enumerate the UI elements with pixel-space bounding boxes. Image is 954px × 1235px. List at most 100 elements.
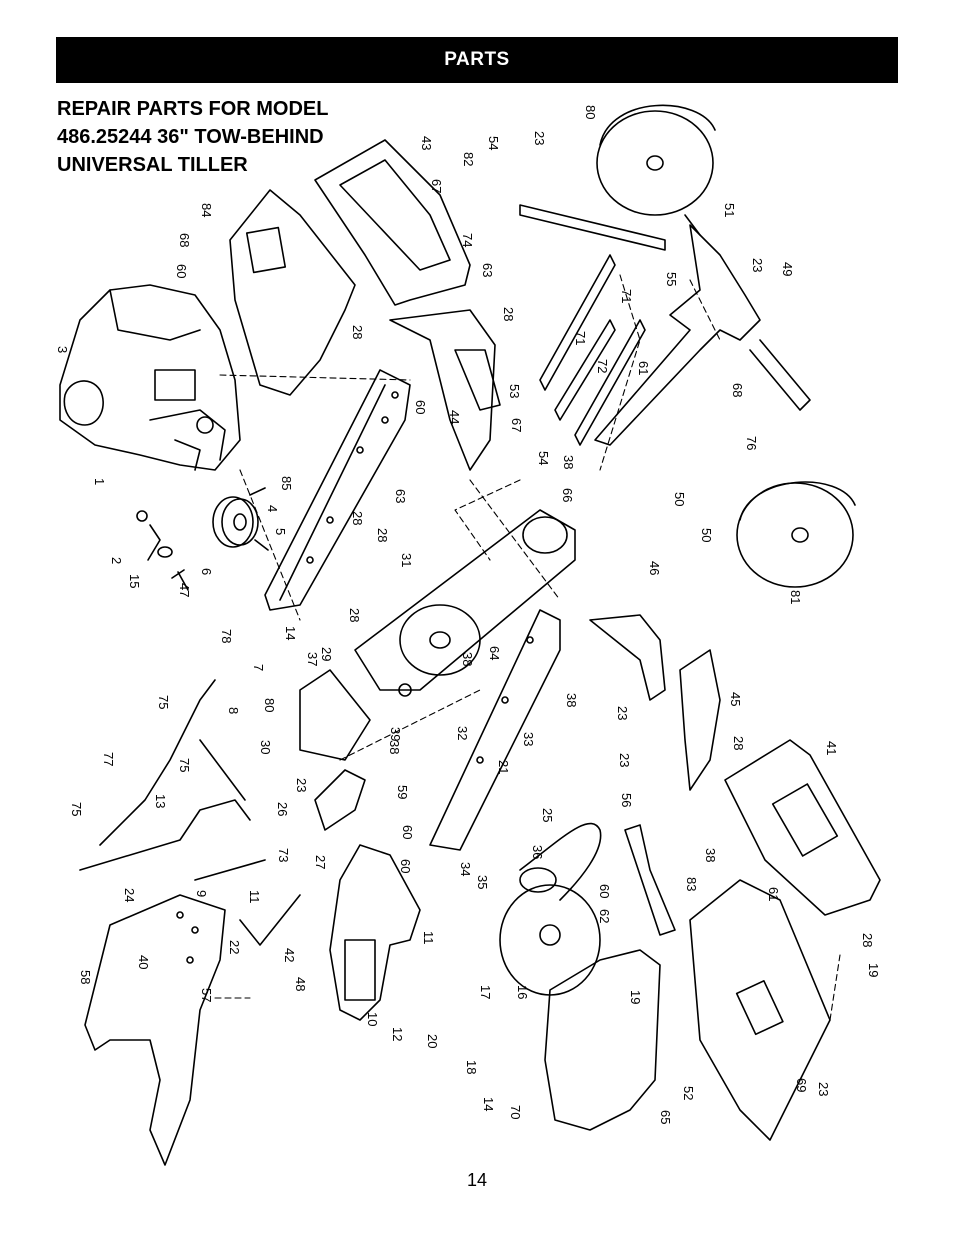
part-label: 78 — [219, 629, 234, 643]
part-label: 8 — [226, 707, 241, 714]
part-label: 49 — [780, 262, 795, 276]
part-label: 44 — [447, 410, 462, 424]
engine-pulley-illustration — [212, 487, 269, 551]
part-label: 1 — [92, 478, 107, 485]
part-label: 29 — [319, 647, 334, 661]
lever-rods-illustration — [79, 679, 301, 946]
heading-line-3: UNIVERSAL TILLER — [57, 154, 248, 176]
part-label: 60 — [400, 825, 415, 839]
page-heading: REPAIR PARTS FOR MODEL 486.25244 36" TOW… — [57, 95, 387, 179]
part-label: 38 — [387, 740, 402, 754]
part-label: 71 — [573, 331, 588, 345]
shield-83-illustration — [229, 189, 356, 396]
frame-34-illustration — [429, 609, 561, 851]
part-label: 51 — [722, 203, 737, 217]
part-label: 80 — [583, 105, 598, 119]
part-label: 24 — [122, 888, 137, 902]
part-label: 54 — [486, 136, 501, 150]
part-label: 72 — [595, 359, 610, 373]
part-label: 38 — [564, 693, 579, 707]
part-label: 22 — [227, 940, 242, 954]
part-label: 47 — [177, 583, 192, 597]
part-label: 65 — [658, 1110, 673, 1124]
part-label: 67 — [429, 179, 444, 193]
part-label: 9 — [194, 890, 209, 897]
part-label: 7 — [251, 664, 266, 671]
part-label: 15 — [127, 574, 142, 588]
part-label: 23 — [294, 778, 309, 792]
part-label: 39 — [388, 727, 403, 741]
part-label: 67 — [509, 418, 524, 432]
part-label: 74 — [460, 233, 475, 247]
part-label: 31 — [399, 553, 414, 567]
part-label: 12 — [390, 1027, 405, 1041]
part-label: 76 — [744, 436, 759, 450]
part-label: 28 — [375, 528, 390, 542]
part-label: 23 — [617, 753, 632, 767]
part-label: 23 — [750, 258, 765, 272]
belt-cover-64-illustration — [544, 949, 661, 1131]
part-label: 60 — [398, 859, 413, 873]
page-number: 14 — [466, 1170, 488, 1190]
part-label: 68 — [177, 233, 192, 247]
part-label: 28 — [860, 933, 875, 947]
part-label: 60 — [174, 264, 189, 278]
part-label: 82 — [461, 152, 476, 166]
part-label: 33 — [521, 732, 536, 746]
part-label: 28 — [350, 325, 365, 339]
part-label: 3 — [55, 346, 70, 353]
part-label: 61 — [636, 361, 651, 375]
part-label: 28 — [501, 307, 516, 321]
frame-32-illustration — [264, 369, 411, 611]
part-label: 43 — [419, 136, 434, 150]
part-label: 19 — [866, 963, 881, 977]
part-label: 14 — [283, 626, 298, 640]
part-label: 46 — [647, 561, 662, 575]
part-label: 11 — [247, 890, 262, 904]
part-label: 28 — [347, 608, 362, 622]
part-label: 60 — [597, 884, 612, 898]
part-label: 19 — [628, 990, 643, 1004]
shield-30-illustration — [299, 669, 371, 761]
shield-41-illustration — [724, 739, 881, 916]
part-label: 30 — [258, 740, 273, 754]
part-label: 70 — [508, 1105, 523, 1119]
part-label: 4 — [265, 505, 280, 512]
part-label: 48 — [293, 977, 308, 991]
part-label: 26 — [275, 802, 290, 816]
part-label: 50 — [699, 528, 714, 542]
tongue-illustration — [329, 844, 421, 1021]
chain-case-illustration — [354, 509, 576, 697]
part-label: 54 — [536, 451, 551, 465]
part-label: 83 — [684, 877, 699, 891]
part-label: 38 — [703, 848, 718, 862]
part-label: 58 — [78, 970, 93, 984]
part-label: 35 — [475, 875, 490, 889]
parts-header-bar: PARTS — [56, 37, 898, 83]
part-label: 32 — [455, 726, 470, 740]
part-label: 57 — [199, 988, 214, 1002]
part-label: 6 — [199, 568, 214, 575]
part-label: 71 — [619, 289, 634, 303]
part-label: 75 — [156, 695, 171, 709]
part-label: 75 — [177, 758, 192, 772]
part-label: 23 — [816, 1082, 831, 1096]
part-label: 25 — [540, 808, 555, 822]
part-label: 77 — [101, 752, 116, 766]
part-label: 21 — [496, 760, 511, 774]
part-label: 85 — [279, 476, 294, 490]
part-label: 42 — [282, 948, 297, 962]
part-label: 34 — [458, 862, 473, 876]
part-label: 68 — [730, 383, 745, 397]
bracket-57-illustration — [624, 824, 676, 936]
part-label: 60 — [413, 400, 428, 414]
part-label: 64 — [487, 646, 502, 660]
part-label: 63 — [480, 263, 495, 277]
part-label: 69 — [794, 1078, 809, 1092]
hitch-bracket-illustration — [84, 894, 226, 1166]
part-label: 5 — [273, 528, 288, 535]
part-label: 63 — [393, 489, 408, 503]
part-label: 36 — [530, 845, 545, 859]
part-label: 53 — [507, 384, 522, 398]
